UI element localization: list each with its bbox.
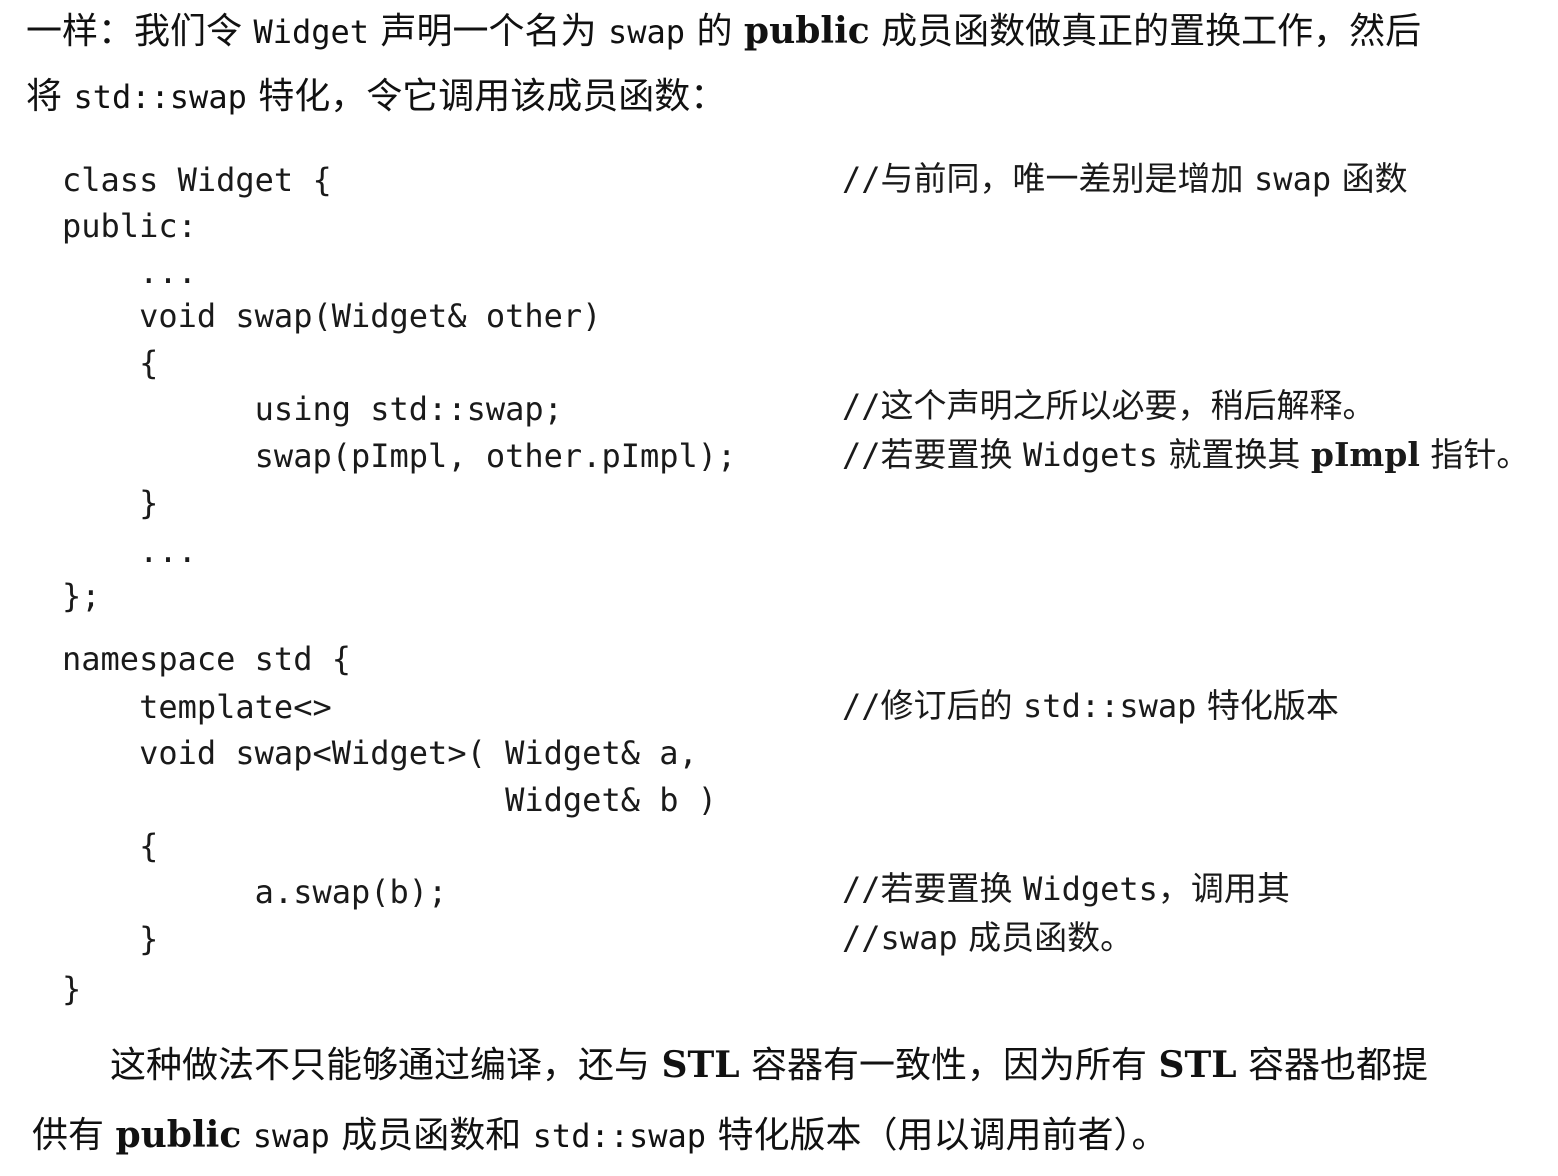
- code-line: {: [62, 827, 159, 865]
- code-line: swap(pImpl, other.pImpl);: [62, 437, 737, 475]
- code-line: ...: [62, 253, 197, 291]
- code-line: class Widget {: [62, 161, 332, 199]
- intro-line-2: 将 std::swap 特化，令它调用该成员函数：: [26, 76, 727, 117]
- bold-term: public: [743, 10, 870, 52]
- code-line: using std::swap;: [62, 390, 563, 428]
- code-line: void swap<Widget>( Widget& a,: [62, 734, 698, 772]
- code-line: ...: [62, 532, 197, 570]
- code-line: namespace std {: [62, 640, 351, 678]
- outro-line-1: 这种做法不只能够通过编译，还与 STL 容器有一致性，因为所有 STL 容器也都…: [110, 1044, 1429, 1086]
- code-comment: //修订后的 std::swap 特化版本: [842, 686, 1339, 725]
- code-comment: //若要置换 Widgets，调用其: [842, 869, 1290, 908]
- inline-code: swap: [607, 13, 685, 51]
- code-comment: //若要置换 Widgets 就置换其 pImpl 指针。: [842, 435, 1530, 474]
- outro-line-2: 供有 public swap 成员函数和 std::swap 特化版本（用以调用…: [32, 1114, 1168, 1156]
- code-comment: //这个声明之所以必要，稍后解释。: [842, 386, 1376, 425]
- code-line: public:: [62, 207, 197, 245]
- inline-code: std::swap: [73, 78, 247, 116]
- code-line: a.swap(b);: [62, 873, 448, 911]
- code-line: }: [62, 970, 82, 1008]
- code-line: void swap(Widget& other): [62, 297, 602, 335]
- code-line: {: [62, 344, 159, 382]
- code-line: Widget& b ): [62, 781, 718, 819]
- code-line: };: [62, 577, 101, 615]
- intro-line-1: 一样：我们令 Widget 声明一个名为 swap 的 public 成员函数做…: [26, 10, 1422, 52]
- code-line: }: [62, 484, 159, 522]
- code-line: template<>: [62, 688, 332, 726]
- code-comment: //swap 成员函数。: [842, 918, 1134, 957]
- code-comment: //与前同，唯一差别是增加 swap 函数: [842, 159, 1408, 198]
- inline-code: Widget: [253, 13, 370, 51]
- code-line: }: [62, 920, 159, 958]
